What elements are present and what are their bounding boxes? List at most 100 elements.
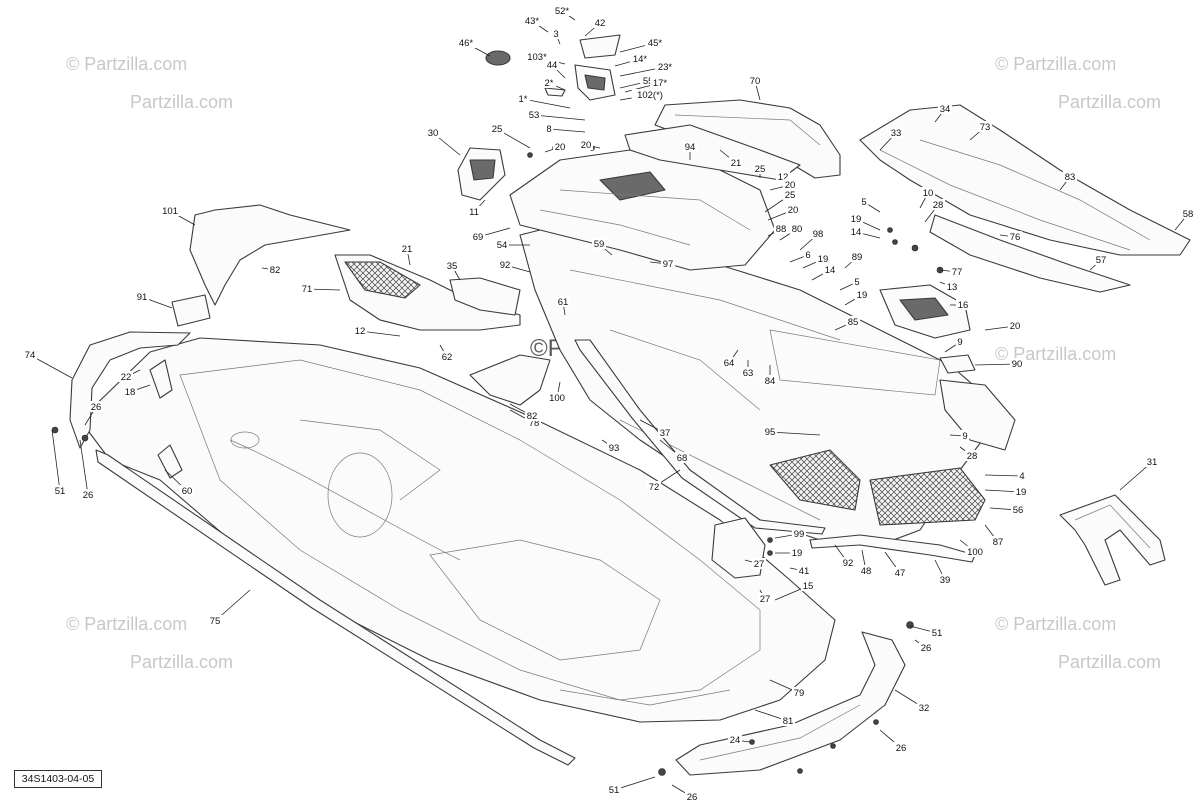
callout-background: [606, 442, 622, 453]
part-callout-label: 47: [895, 568, 906, 579]
instrument-cluster: [485, 34, 621, 101]
callout-background: [854, 289, 870, 300]
callout-background: [918, 642, 934, 653]
part-callout-label: 31: [1147, 457, 1158, 468]
callout-background: [929, 627, 945, 638]
callout-background: [803, 249, 813, 260]
part-callout-label: 22: [121, 372, 132, 383]
part-callout-label: 21: [731, 158, 742, 169]
side-trim-panel: [449, 277, 521, 316]
callout-background: [1007, 320, 1023, 331]
callout-background: [893, 742, 909, 753]
leader-line: [533, 114, 586, 121]
leader-line: [79, 439, 89, 496]
part-callout-label: 84: [765, 376, 776, 387]
callout-background: [134, 291, 150, 302]
part-callout-label: 54: [497, 240, 508, 251]
callout-background: [916, 702, 932, 713]
part-callout-label: 20: [581, 140, 592, 151]
callout-background: [674, 452, 690, 463]
leader-line: [984, 474, 1023, 477]
callout-background: [555, 296, 571, 307]
callout-background: [544, 123, 554, 134]
part-callout-label: 85: [848, 317, 859, 328]
part-callout-label: 42: [595, 18, 606, 29]
boarding-ladder: [1059, 494, 1166, 586]
part-callout-label: 94: [685, 142, 696, 153]
part-callout-label: 15: [803, 581, 814, 592]
callout-background: [470, 231, 486, 242]
callout-background: [645, 37, 665, 48]
callout-background: [822, 264, 838, 275]
callout-background: [721, 357, 737, 368]
part-callout-label: 35: [447, 261, 458, 272]
callout-background: [848, 213, 864, 224]
part-callout-label: 97: [663, 259, 674, 270]
leader-line: [769, 431, 821, 436]
callout-background: [892, 567, 908, 578]
part-callout-label: 1*: [519, 94, 528, 105]
part-callout-label: 59: [594, 239, 605, 250]
callout-background: [810, 228, 826, 239]
part-callout-label: 71: [302, 284, 313, 295]
callout-background: [541, 77, 557, 88]
part-callout-label: 51: [609, 785, 620, 796]
callout-background: [179, 485, 195, 496]
part-callout-label: 26: [687, 792, 698, 801]
callout-background: [640, 75, 660, 86]
part-callout-label: 77: [952, 267, 963, 278]
callout-background: [207, 615, 223, 626]
part-callout-label: 20: [785, 180, 796, 191]
callout-background: [751, 558, 767, 569]
rear-seal-strip: [809, 534, 976, 563]
callout-background: [1007, 231, 1023, 242]
callout-background: [780, 715, 796, 726]
part-callout-label: 33: [891, 128, 902, 139]
part-callout-label: 26: [921, 643, 932, 654]
part-callout-label: 56: [1013, 505, 1024, 516]
callout-background: [815, 253, 831, 264]
callout-background: [990, 536, 1006, 547]
callout-background: [727, 734, 743, 745]
part-callout-label: 37: [660, 428, 671, 439]
callout-background: [578, 139, 594, 150]
callout-background: [466, 206, 482, 217]
part-callout-label: 43*: [525, 16, 540, 27]
hood-assembly: [859, 104, 1191, 293]
part-callout-label: 18: [125, 387, 136, 398]
leader-line: [51, 429, 61, 492]
part-callout-label: 51: [55, 486, 66, 497]
callout-background: [655, 61, 675, 72]
callout-background: [118, 371, 134, 382]
callout-background: [849, 251, 865, 262]
callout-background: [425, 127, 441, 138]
callout-background: [775, 171, 791, 182]
part-callout-label: 28: [967, 451, 978, 462]
callout-background: [1144, 456, 1160, 467]
part-callout-label: 64: [724, 358, 735, 369]
part-callout-label: 89: [852, 252, 863, 263]
part-callout-label: 101: [162, 206, 178, 217]
part-callout-label: 81: [783, 716, 794, 727]
part-callout-label: 100: [549, 393, 565, 404]
part-callout-label: 16: [958, 300, 969, 311]
part-callout-label: 73: [980, 122, 991, 133]
callout-background: [791, 528, 807, 539]
part-callout-label: 32: [919, 703, 930, 714]
callout-background: [888, 127, 904, 138]
part-callout-label: 19: [1016, 487, 1027, 498]
part-callout-label: 87: [993, 537, 1004, 548]
part-callout-label: 9: [962, 431, 967, 442]
callout-background: [650, 77, 670, 88]
leader-line: [522, 98, 571, 109]
callout-background: [937, 103, 953, 114]
watermark-top-left-2: Partzilla.com: [130, 92, 233, 112]
callout-background: [497, 259, 513, 270]
part-callout-label: 34: [940, 104, 951, 115]
callout-background: [646, 481, 662, 492]
part-callout-label: 10: [923, 188, 934, 199]
rear-latch: [711, 517, 766, 579]
callout-background: [1009, 358, 1025, 369]
part-callout-label: 12: [355, 326, 366, 337]
